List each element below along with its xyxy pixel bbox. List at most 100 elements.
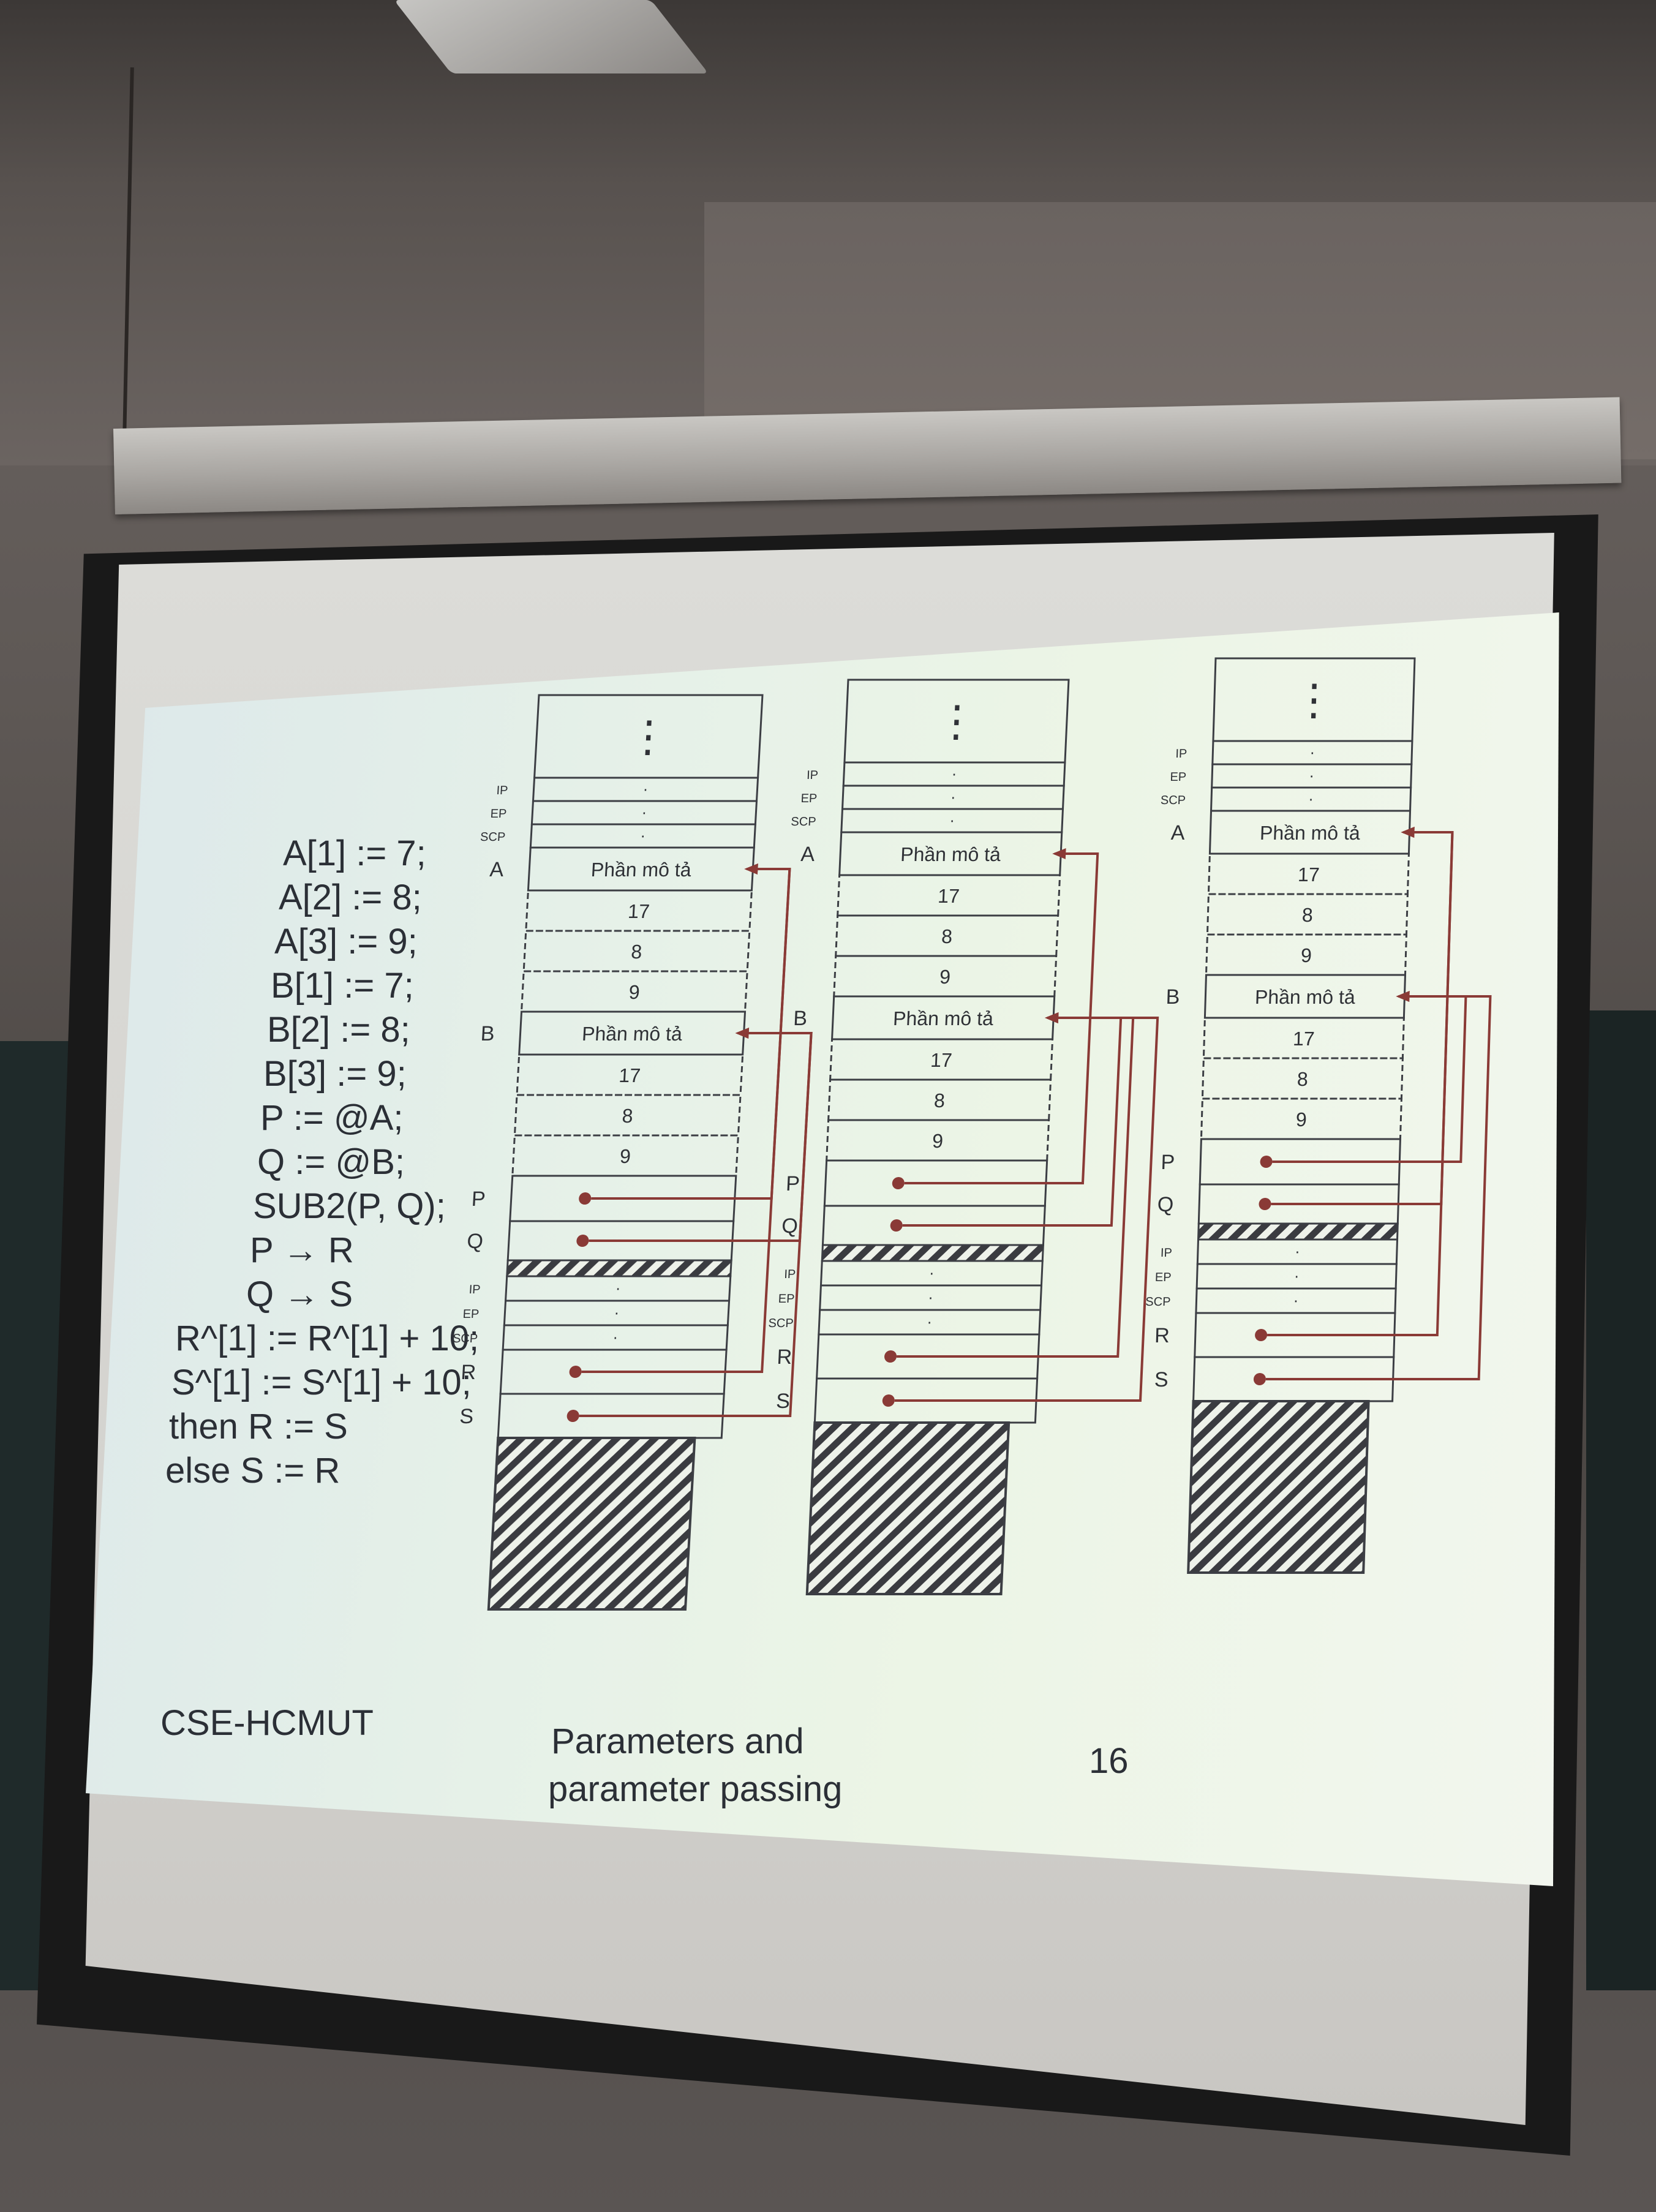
hatched-region [805,1421,1011,1595]
descriptor-label: Phần mô tả [900,843,1001,865]
code-line: B[2] := 8; [267,1010,410,1050]
pointer-dot [1255,1329,1268,1341]
pointer-label: P [785,1172,800,1195]
cell-dot: · [641,803,647,821]
footer-title-line1: Parameters and [551,1721,804,1761]
pointer-dot [1260,1156,1273,1168]
register-label: IP [1175,747,1187,761]
cell-value: 17 [619,1064,642,1086]
stack-cell [835,914,1059,957]
array-label: A [1170,821,1185,845]
cell-dot: · [1293,1266,1300,1285]
cell-dot: · [927,1312,933,1331]
frame-separator [1197,1222,1399,1241]
descriptor-label: Phần mô tả [1260,822,1361,844]
register-label: IP [496,784,508,797]
register-label: EP [800,792,818,805]
cell-dot: · [928,1263,935,1282]
code-line: SUB2(P, Q); [253,1186,446,1226]
cell-dot: · [928,1288,934,1306]
pointer-label: S [775,1390,790,1413]
cell-value: 8 [933,1089,945,1112]
register-label: EP [462,1307,480,1321]
code-line: A[3] := 9; [274,922,418,961]
cell-dot: · [612,1328,619,1346]
code-line: then R := S [169,1407,348,1446]
pointer-dot [882,1394,895,1407]
cell-value: 9 [939,966,950,988]
page-number: 16 [1089,1741,1129,1781]
register-label: IP [784,1268,796,1281]
code-line: S^[1] := S^[1] + 10; [171,1363,472,1402]
register-label: IP [1161,1246,1173,1260]
pointer-dot [1259,1198,1271,1210]
pointer-label: S [1154,1368,1169,1391]
cell-value: 17 [1293,1028,1315,1050]
blackboard-right [1586,1010,1656,1990]
arrowhead-icon [735,1028,750,1039]
frame-separator [506,1259,732,1277]
array-label: B [480,1022,495,1045]
arrowhead-icon [1052,848,1066,859]
cell-value: 8 [941,925,952,947]
register-label: SCP [1145,1295,1171,1309]
register-label: EP [1170,770,1186,784]
pointer-arrow [581,868,791,1373]
cell-dot: · [615,1279,621,1297]
cell-value: 17 [627,900,650,922]
pointer-arrow [1267,831,1454,1336]
register-label: SCP [768,1317,794,1330]
cell-dot: · [1295,1242,1301,1260]
code-line: A[1] := 7; [283,833,426,873]
register-label: SCP [791,815,816,829]
frame-separator [821,1244,1045,1262]
cell-value: 8 [1301,904,1313,926]
pointer-dot [890,1219,903,1232]
register-label: EP [490,807,507,821]
pointer-dot [1253,1373,1266,1385]
array-label: A [800,843,816,866]
cell-value: 8 [1297,1068,1308,1090]
pointer-label: R [777,1345,792,1369]
register-label: SCP [452,1332,478,1345]
cell-value: 9 [932,1130,943,1152]
array-label: A [489,858,505,881]
register-label: IP [807,769,819,782]
cell-dot: · [951,764,957,783]
pointer-dot [579,1192,592,1205]
register-label: IP [469,1283,481,1296]
descriptor-label: Phần mô tả [590,859,692,881]
dots-icon: ⋮ [626,713,671,761]
pointer-dot [576,1235,589,1247]
stack-cell [829,1038,1054,1081]
arrowhead-icon [1045,1012,1059,1023]
code-line: B[1] := 7; [271,966,414,1006]
footer-left: CSE-HCMUT [160,1703,374,1743]
code-line: P → R [250,1230,354,1270]
pointer-dot [892,1177,905,1189]
pointer-dot [566,1410,579,1422]
code-line: P := @A; [260,1098,404,1138]
cell-dot: · [1308,789,1314,808]
cell-dot: · [642,780,649,798]
code-line: Q := @B; [257,1142,405,1182]
register-label: EP [1155,1271,1172,1284]
pointer-arrow [1265,995,1492,1380]
footer-title-line2: parameter passing [548,1769,843,1809]
cell-dot: · [950,788,956,806]
cell-value: 17 [930,1049,952,1071]
register-label: SCP [480,830,506,844]
array-label: B [793,1007,808,1030]
pointer-label: Q [1157,1193,1174,1216]
dots-icon: ⋮ [934,698,979,745]
code-line: B[3] := 9; [263,1054,407,1094]
pointer-label: S [459,1405,474,1428]
cell-value: 8 [622,1105,634,1127]
hatched-region [1187,1400,1370,1574]
pointer-label: Q [466,1230,484,1253]
cell-dot: · [1309,766,1315,784]
dots-icon: ⋮ [1292,676,1336,724]
